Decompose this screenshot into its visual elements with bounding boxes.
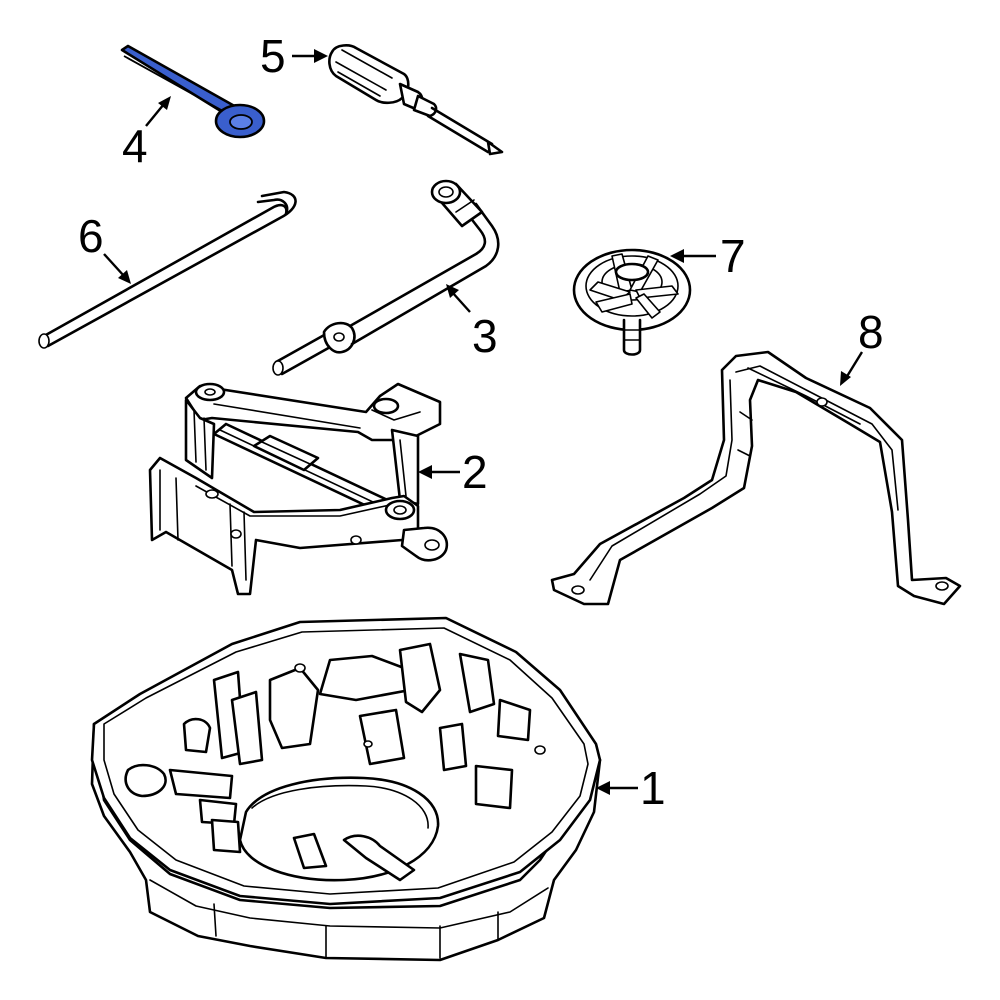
callout-8[interactable]: 8: [840, 306, 884, 386]
callout-2-label: 2: [462, 446, 488, 498]
callout-5[interactable]: 5: [260, 30, 328, 82]
callout-2[interactable]: 2: [418, 446, 488, 498]
lug-wrench-part[interactable]: [272, 179, 500, 376]
jack-part[interactable]: [148, 382, 449, 596]
callout-8-label: 8: [858, 306, 884, 358]
callout-3[interactable]: 3: [446, 284, 498, 362]
callout-5-label: 5: [260, 30, 286, 82]
callout-3-label: 3: [472, 310, 498, 362]
bracket-part[interactable]: [550, 350, 962, 606]
hold-down-bolt-part[interactable]: [572, 248, 692, 356]
hook-rod-part[interactable]: [38, 190, 297, 349]
callout-7[interactable]: 7: [670, 230, 746, 282]
jack-handle-part[interactable]: [120, 44, 266, 139]
callout-4-label: 4: [122, 120, 148, 172]
screwdriver-part[interactable]: [328, 44, 504, 156]
callout-1-label: 1: [640, 762, 666, 814]
callout-4[interactable]: 4: [122, 96, 171, 172]
callout-6-label: 6: [78, 210, 104, 262]
callout-6[interactable]: 6: [78, 210, 131, 284]
callout-7-label: 7: [720, 230, 746, 282]
callout-1[interactable]: 1: [596, 762, 666, 814]
spare-wheel-tray-part[interactable]: [90, 616, 602, 962]
